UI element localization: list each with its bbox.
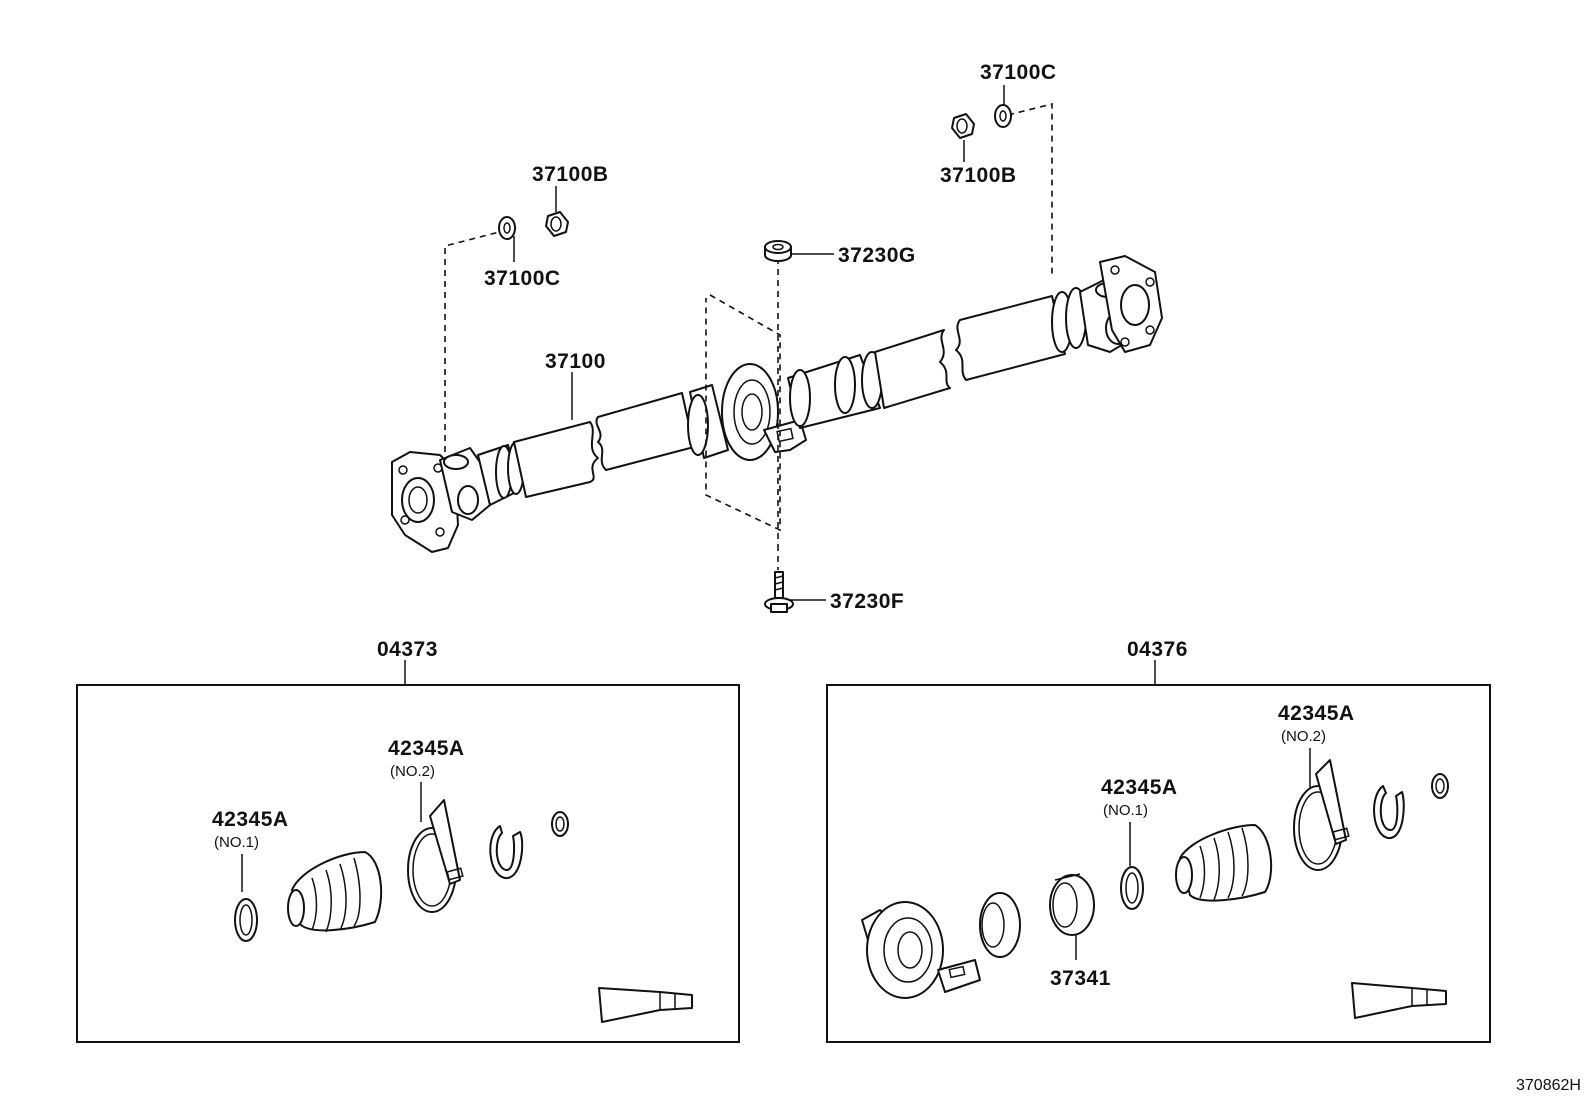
label-kit-04373: 04373 <box>377 638 438 661</box>
label-37100c-left: 37100C <box>484 267 561 290</box>
propeller-shaft <box>391 255 1163 553</box>
label-42345a-no1-left: 42345A <box>212 808 289 831</box>
label-37100b-right: 37100B <box>940 164 1017 187</box>
label-42345a-no2-right: 42345A <box>1278 702 1355 725</box>
label-37341: 37341 <box>1050 967 1111 990</box>
kit-right-parts <box>861 759 1449 1019</box>
label-42345a-no2-left: 42345A <box>388 737 465 760</box>
reference-code: 370862H <box>1516 1077 1581 1094</box>
label-kit-04376: 04376 <box>1127 638 1188 661</box>
label-37100b-left: 37100B <box>532 163 609 186</box>
label-42345a-no1-right: 42345A <box>1101 776 1178 799</box>
label-37230f: 37230F <box>830 590 904 613</box>
hardware-parts <box>498 104 1012 613</box>
label-37100: 37100 <box>545 350 606 373</box>
sublabel-no1-left: (NO.1) <box>214 834 259 851</box>
sublabel-no1-right: (NO.1) <box>1103 802 1148 819</box>
kit-left-parts <box>234 799 693 1023</box>
label-37230g: 37230G <box>838 244 916 267</box>
label-37100c-right: 37100C <box>980 61 1057 84</box>
leader-lines <box>241 85 1311 960</box>
kit-box-left <box>76 684 740 1043</box>
sublabel-no2-right: (NO.2) <box>1281 728 1326 745</box>
sublabel-no2-left: (NO.2) <box>390 763 435 780</box>
alignment-lines <box>444 102 1053 570</box>
kit-box-right <box>826 684 1491 1043</box>
